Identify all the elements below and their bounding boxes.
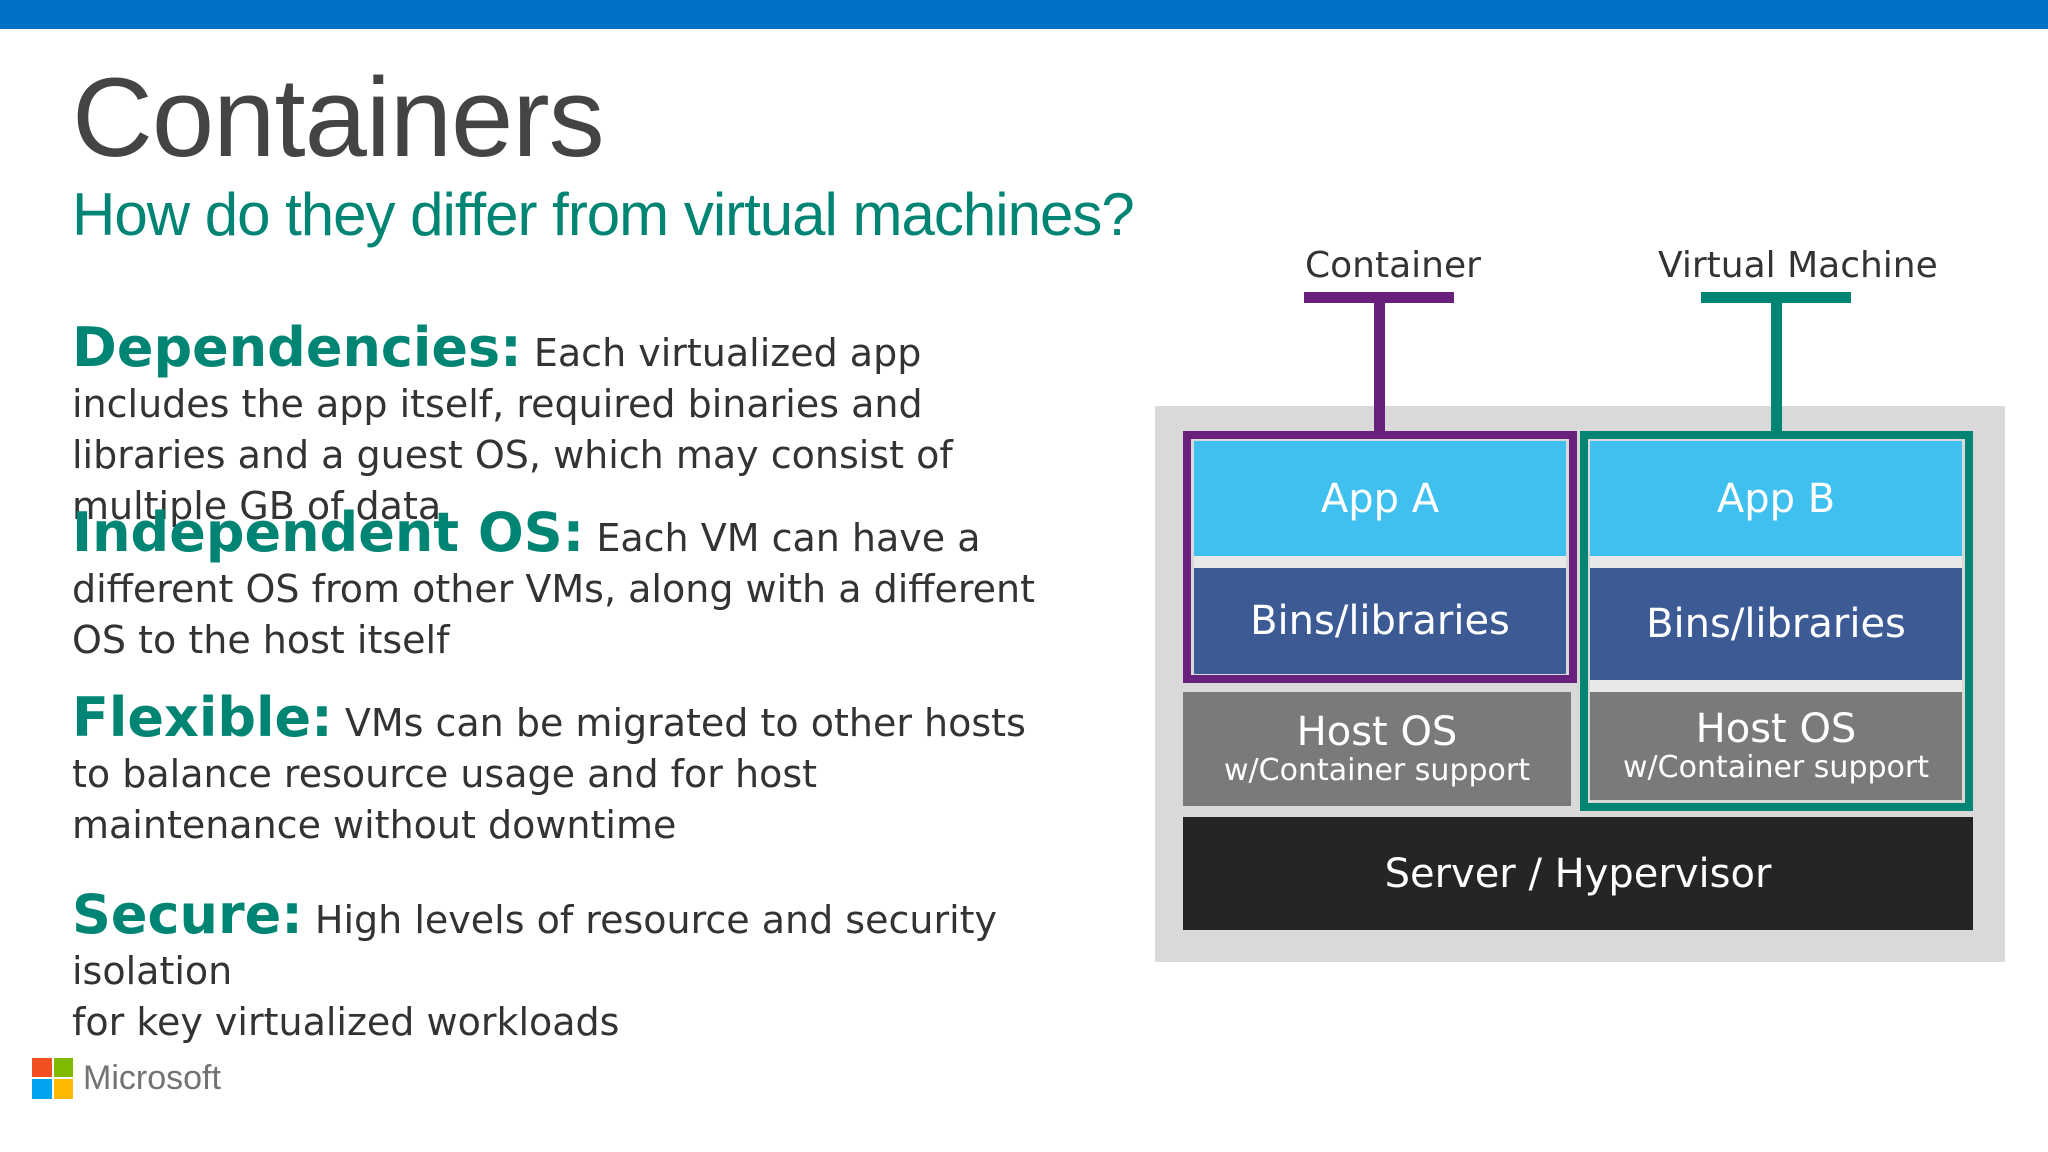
container-connector-stem <box>1374 296 1385 432</box>
layer-gap <box>1194 556 1566 568</box>
layer-gap <box>1590 556 1962 568</box>
slide-subtitle: How do they differ from virtual machines… <box>72 181 1135 248</box>
container-outline <box>1183 431 1577 683</box>
point-text: VMs can be migrated to other hosts to ba… <box>72 701 1026 847</box>
point-independent-os: Independent OS: Each VM can have a diffe… <box>72 506 1072 666</box>
block-label: Host OS <box>1296 709 1458 755</box>
point-text: Each virtualized app includes the app it… <box>72 331 953 528</box>
windows-logo-icon <box>32 1057 73 1099</box>
layer-gap <box>1590 680 1962 692</box>
point-term: Secure: <box>72 883 303 946</box>
vm-bins-block: Bins/libraries <box>1590 568 1962 680</box>
point-term: Flexible: <box>72 686 333 749</box>
point-flexible: Flexible: VMs can be migrated to other h… <box>72 691 1072 851</box>
block-label: App B <box>1716 475 1836 522</box>
vm-host-os-block: Host OS w/Container support <box>1590 692 1962 800</box>
vm-connector-stem <box>1771 296 1782 432</box>
block-label: Host OS <box>1695 706 1857 752</box>
vm-outline <box>1580 431 1973 811</box>
container-bins-block: Bins/libraries <box>1194 568 1566 674</box>
block-label: App A <box>1320 475 1440 522</box>
microsoft-logo: Microsoft <box>32 1056 221 1100</box>
point-text-continued: for key virtualized workloads <box>72 1000 620 1044</box>
point-term: Independent OS: <box>72 501 585 564</box>
point-text: High levels of resource and security iso… <box>72 898 998 993</box>
virtual-machine-label: Virtual Machine <box>1658 245 1938 286</box>
point-term: Dependencies: <box>72 316 522 379</box>
block-label: Bins/libraries <box>1250 598 1510 644</box>
block-label: Server / Hypervisor <box>1384 850 1772 897</box>
block-sublabel: w/Container support <box>1623 750 1929 785</box>
vm-app-block: App B <box>1590 441 1962 556</box>
block-sublabel: w/Container support <box>1224 753 1530 788</box>
container-app-block: App A <box>1194 441 1566 556</box>
slide-title: Containers <box>72 55 605 180</box>
logo-text: Microsoft <box>83 1058 221 1097</box>
point-secure: Secure: High levels of resource and secu… <box>72 888 1072 1048</box>
point-dependencies: Dependencies: Each virtualized app inclu… <box>72 321 1072 532</box>
block-label: Bins/libraries <box>1646 601 1906 647</box>
container-label: Container <box>1305 245 1481 286</box>
point-text: Each VM can have a different OS from oth… <box>72 516 1035 662</box>
top-accent-bar <box>0 0 2048 29</box>
container-host-os-block: Host OS w/Container support <box>1183 692 1571 806</box>
server-hypervisor-block: Server / Hypervisor <box>1183 817 1973 930</box>
